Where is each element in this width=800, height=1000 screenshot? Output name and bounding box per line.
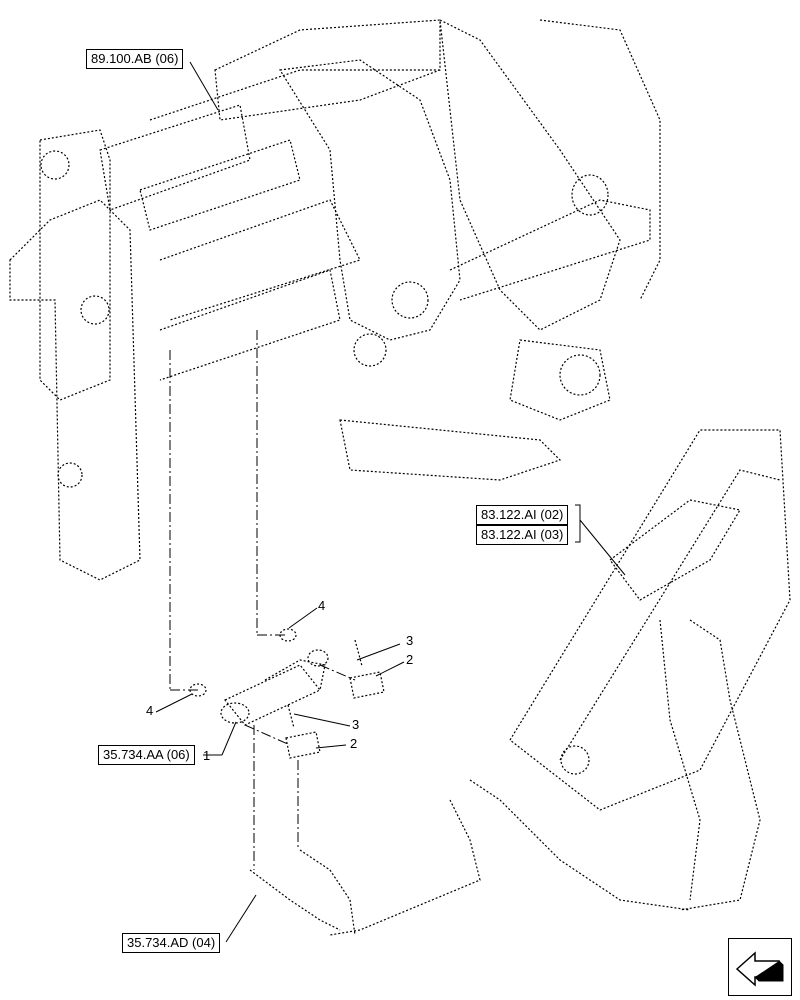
reference-label-right-2[interactable]: 83.122.AI (03) (476, 525, 569, 545)
next-page-arrow-icon[interactable] (728, 938, 792, 996)
callout-2-lower: 2 (350, 736, 358, 751)
reference-label-bottom[interactable]: 35.734.AD (04) (122, 933, 221, 953)
callout-1: 1 (203, 748, 211, 763)
callout-3-lower: 3 (352, 717, 360, 732)
reference-label-right-1[interactable]: 83.122.AI (02) (476, 505, 569, 525)
reference-label-mid[interactable]: 35.734.AA (06) (98, 745, 195, 765)
callout-2-upper: 2 (406, 652, 414, 667)
callout-3-upper: 3 (406, 633, 414, 648)
callout-4-upper: 4 (318, 598, 326, 613)
reference-label-top[interactable]: 89.100.AB (06) (86, 49, 184, 69)
callout-4-lower: 4 (146, 703, 154, 718)
